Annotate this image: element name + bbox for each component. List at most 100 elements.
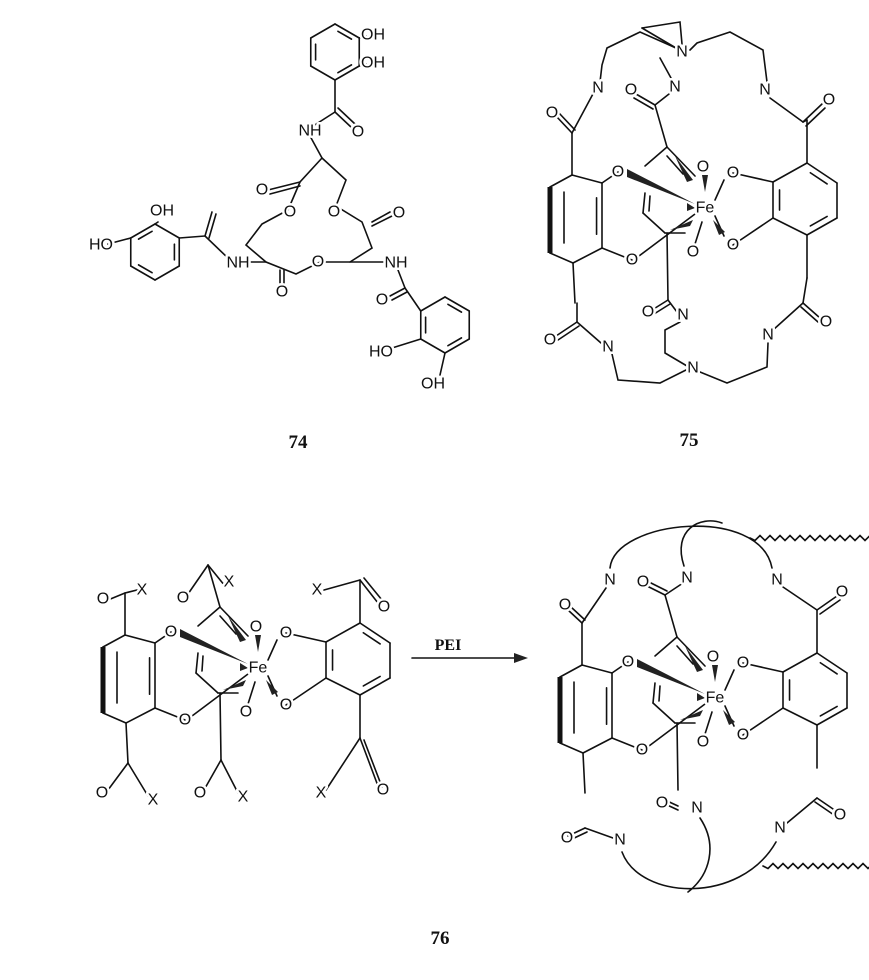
bond xyxy=(664,799,679,807)
bond xyxy=(359,579,379,604)
bond xyxy=(359,737,379,787)
bond xyxy=(558,112,576,131)
atom-label: N xyxy=(592,80,604,97)
bond xyxy=(641,27,677,49)
bond xyxy=(648,195,651,212)
bond xyxy=(325,737,361,791)
wedge-bond xyxy=(637,659,705,694)
atom-label: NH xyxy=(384,255,407,272)
atom-label: O xyxy=(378,599,390,616)
bond xyxy=(635,93,656,106)
bond xyxy=(651,299,669,311)
bond xyxy=(397,269,406,289)
bond xyxy=(269,185,301,195)
bond xyxy=(129,223,156,239)
iron-atom-label: Fe xyxy=(706,690,725,707)
bond xyxy=(782,707,818,726)
bond xyxy=(653,303,671,315)
bond xyxy=(267,639,278,661)
bond xyxy=(219,692,222,761)
bond xyxy=(107,762,129,791)
bond xyxy=(371,211,391,223)
wedge-bond xyxy=(670,220,693,230)
atom-label: X xyxy=(316,785,327,802)
bond xyxy=(652,702,676,724)
bond xyxy=(102,634,126,648)
bond xyxy=(658,685,661,702)
wedge-bond xyxy=(697,693,705,701)
atom-label: O xyxy=(544,332,556,349)
bond xyxy=(337,64,353,74)
linker-arc xyxy=(609,525,773,569)
bond xyxy=(646,585,666,596)
wedge-bond xyxy=(702,175,708,192)
oxygen-atom-label: O xyxy=(622,654,634,671)
atom-label: O xyxy=(637,574,649,591)
atom-label: NH xyxy=(298,123,321,140)
wedge-bond xyxy=(712,665,718,682)
oxygen-atom-label: O xyxy=(707,649,719,666)
bond-chain xyxy=(641,21,683,45)
bond xyxy=(732,172,774,183)
atom-label: N xyxy=(774,820,786,837)
bond xyxy=(362,631,381,645)
atom-label: N xyxy=(681,570,693,587)
bond xyxy=(127,762,149,797)
atom-label: O xyxy=(352,124,364,141)
bond xyxy=(337,30,353,40)
bond xyxy=(782,652,818,673)
wedge-bond xyxy=(723,710,735,725)
bond xyxy=(371,215,393,227)
bond xyxy=(576,321,602,344)
atom-label: N xyxy=(676,44,688,61)
atom-label: HO xyxy=(89,237,113,254)
bond xyxy=(654,636,678,657)
bond xyxy=(582,752,586,794)
bond xyxy=(569,831,588,841)
bond xyxy=(806,162,838,184)
bond xyxy=(816,707,848,726)
bond xyxy=(389,287,406,297)
bond xyxy=(666,232,669,301)
arrow-head xyxy=(514,653,528,663)
bond xyxy=(187,564,209,595)
bond xyxy=(557,325,580,341)
atom-label: OH xyxy=(150,203,174,220)
bond xyxy=(704,711,713,735)
atom-label: X xyxy=(224,574,235,591)
bond xyxy=(208,213,217,239)
bond xyxy=(581,587,607,624)
bond xyxy=(325,677,361,696)
compound-label-74: 74 xyxy=(289,432,309,453)
bond xyxy=(601,247,633,261)
bond xyxy=(601,171,619,184)
oxygen-atom-label: O xyxy=(697,159,709,176)
bond xyxy=(648,581,668,592)
bond xyxy=(654,93,670,106)
bond xyxy=(247,681,256,705)
bond xyxy=(444,296,471,312)
bond xyxy=(772,217,808,236)
atom-label: N xyxy=(614,832,626,849)
oxygen-atom-label: O xyxy=(250,619,262,636)
bond xyxy=(572,247,603,264)
wedge-bond xyxy=(266,680,278,695)
oxygen-atom-label: O xyxy=(165,624,177,641)
bond xyxy=(814,801,835,816)
atom-label: N xyxy=(762,327,774,344)
bond xyxy=(805,107,826,127)
iron-atom-label: Fe xyxy=(249,660,268,677)
atom-label: X xyxy=(238,789,249,806)
bond xyxy=(611,737,643,751)
bond xyxy=(391,291,408,301)
bond xyxy=(358,35,367,39)
atom-label: O xyxy=(377,782,389,799)
bond xyxy=(819,599,841,615)
bond xyxy=(267,181,301,191)
bond xyxy=(581,664,613,674)
bond xyxy=(323,579,361,591)
bond xyxy=(334,111,353,129)
bond xyxy=(334,65,361,81)
